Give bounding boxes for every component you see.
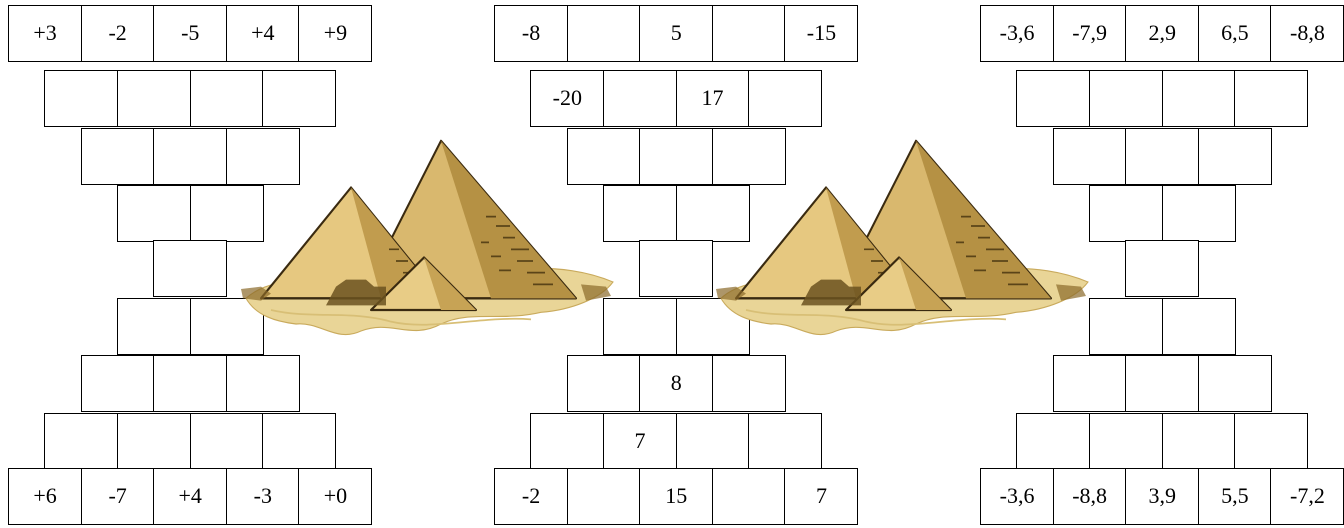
- pyramid-right-cell[interactable]: [1016, 413, 1090, 470]
- pyramid-left-cell[interactable]: [117, 298, 191, 355]
- pyramid-right-cell[interactable]: [1089, 185, 1163, 242]
- pyramid-right-cell[interactable]: -7,9: [1053, 5, 1127, 62]
- pyramid-middle-cell[interactable]: [712, 468, 786, 525]
- pyramid-right-cell[interactable]: 5,5: [1198, 468, 1272, 525]
- pyramid-left-cell[interactable]: [117, 70, 191, 127]
- pyramid-left-cell[interactable]: [44, 413, 118, 470]
- pyramid-middle-cell[interactable]: [567, 355, 641, 412]
- pyramid-middle-cell[interactable]: 8: [639, 355, 713, 412]
- pyramid-right-cell[interactable]: -8,8: [1270, 5, 1344, 62]
- pyramid-left-cell[interactable]: [153, 240, 227, 297]
- pyramid-middle-cell[interactable]: -8: [494, 5, 568, 62]
- pyramid-middle-cell[interactable]: 17: [676, 70, 750, 127]
- pyramid-middle-cell[interactable]: [603, 70, 677, 127]
- pyramid-left-cell[interactable]: +3: [8, 5, 82, 62]
- pyramid-middle-cell[interactable]: [639, 240, 713, 297]
- pyramid-right-cell[interactable]: [1198, 128, 1272, 185]
- pyramid-right-cell[interactable]: [1125, 355, 1199, 412]
- pyramid-middle-cell[interactable]: [712, 355, 786, 412]
- pyramid-left-cell[interactable]: -7: [81, 468, 155, 525]
- pyramid-left-cell[interactable]: +0: [298, 468, 372, 525]
- pyramid-left-cell[interactable]: [190, 413, 264, 470]
- pyramid-middle-cell[interactable]: [712, 5, 786, 62]
- pyramid-right-cell[interactable]: -3,6: [980, 5, 1054, 62]
- pyramid-left-cell[interactable]: [117, 413, 191, 470]
- pyramid-left-cell[interactable]: [226, 355, 300, 412]
- pyramid-left-cell[interactable]: +4: [226, 5, 300, 62]
- pyramid-right-cell[interactable]: [1162, 298, 1236, 355]
- pyramid-right-cell[interactable]: [1198, 355, 1272, 412]
- pyramid-left-cell[interactable]: +6: [8, 468, 82, 525]
- pyramid-middle-cell[interactable]: -15: [784, 5, 858, 62]
- pyramid-right-cell[interactable]: [1016, 70, 1090, 127]
- pyramid-right-cell[interactable]: 6,5: [1198, 5, 1272, 62]
- egyptian-pyramids-image: [241, 135, 616, 345]
- pyramid-right-cell[interactable]: -3,6: [980, 468, 1054, 525]
- pyramid-middle-cell[interactable]: 5: [639, 5, 713, 62]
- pyramid-left-cell[interactable]: [262, 70, 336, 127]
- pyramid-left-cell[interactable]: -2: [81, 5, 155, 62]
- pyramid-middle-cell[interactable]: -2: [494, 468, 568, 525]
- pyramid-left-cell[interactable]: +4: [153, 468, 227, 525]
- pyramid-middle-cell[interactable]: 15: [639, 468, 713, 525]
- pyramid-left-cell[interactable]: [153, 355, 227, 412]
- pyramid-right-cell[interactable]: -8,8: [1053, 468, 1127, 525]
- pyramid-right-cell[interactable]: [1089, 70, 1163, 127]
- pyramid-right-cell[interactable]: -7,2: [1270, 468, 1344, 525]
- pyramid-left-cell[interactable]: [81, 128, 155, 185]
- pyramid-left-cell[interactable]: -3: [226, 468, 300, 525]
- pyramid-left-cell[interactable]: +9: [298, 5, 372, 62]
- pyramid-middle-cell[interactable]: [567, 5, 641, 62]
- pyramid-left-cell[interactable]: [117, 185, 191, 242]
- pyramid-right-cell[interactable]: [1125, 128, 1199, 185]
- pyramid-left-cell[interactable]: [81, 355, 155, 412]
- pyramid-right-cell[interactable]: [1162, 70, 1236, 127]
- pyramid-right-cell[interactable]: [1125, 240, 1199, 297]
- pyramid-middle-cell[interactable]: [639, 128, 713, 185]
- pyramid-left-cell[interactable]: [190, 70, 264, 127]
- pyramid-right-cell[interactable]: [1089, 298, 1163, 355]
- pyramid-middle-cell[interactable]: -20: [530, 70, 604, 127]
- pyramid-left-cell[interactable]: [44, 70, 118, 127]
- egyptian-pyramids-image: [716, 135, 1091, 345]
- pyramid-right-cell[interactable]: [1234, 70, 1308, 127]
- pyramid-right-cell[interactable]: [1234, 413, 1308, 470]
- pyramid-right-cell[interactable]: [1162, 185, 1236, 242]
- pyramid-middle-cell[interactable]: [530, 413, 604, 470]
- pyramid-left-cell[interactable]: [262, 413, 336, 470]
- pyramid-left-cell[interactable]: [153, 128, 227, 185]
- pyramid-right-cell[interactable]: [1162, 413, 1236, 470]
- pyramid-right-cell[interactable]: [1089, 413, 1163, 470]
- pyramid-middle-cell[interactable]: [676, 413, 750, 470]
- pyramid-right-cell[interactable]: [1053, 355, 1127, 412]
- pyramid-right-cell[interactable]: 3,9: [1125, 468, 1199, 525]
- pyramid-right-cell[interactable]: 2,9: [1125, 5, 1199, 62]
- pyramid-left-cell[interactable]: -5: [153, 5, 227, 62]
- pyramid-middle-cell[interactable]: 7: [784, 468, 858, 525]
- pyramid-middle-cell[interactable]: [748, 70, 822, 127]
- pyramid-middle-cell[interactable]: [748, 413, 822, 470]
- pyramid-middle-cell[interactable]: [567, 468, 641, 525]
- pyramid-middle-cell[interactable]: 7: [603, 413, 677, 470]
